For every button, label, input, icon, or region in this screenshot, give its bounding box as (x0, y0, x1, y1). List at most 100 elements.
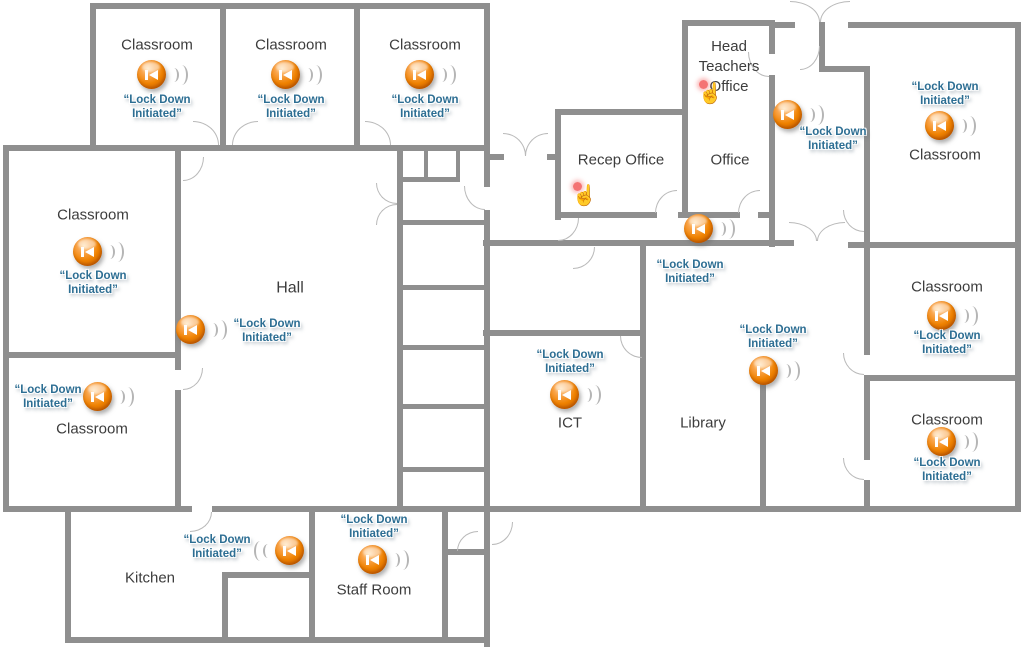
room-label-ict: ICT (557, 414, 583, 432)
skip-back-glyph (366, 554, 379, 565)
gloss-highlight (410, 62, 428, 72)
lockdown-alarm-classroom-right-2[interactable] (927, 427, 978, 457)
wall-segment (424, 151, 428, 179)
lockdown-alarm-classroom-tl-2[interactable] (271, 60, 322, 90)
wall-segment (90, 3, 96, 151)
speaker-icon (275, 536, 304, 565)
lockdown-caption-line2: Initiated” (242, 332, 292, 344)
lockdown-alarm-hall[interactable] (176, 315, 227, 345)
lockdown-caption-line2: Initiated” (920, 95, 970, 107)
speaker-icon (927, 301, 956, 330)
lockdown-caption-line2: Initiated” (545, 363, 595, 375)
wall-segment (397, 467, 487, 472)
sound-waves-icon (805, 103, 824, 127)
click-pointer-head-teachers-office[interactable]: ☝ (698, 80, 723, 110)
door-arc (800, 46, 820, 70)
wall-segment (483, 330, 643, 336)
sound-waves-icon (781, 359, 800, 383)
door-arc (558, 218, 579, 241)
wall-segment (682, 20, 688, 218)
skip-back-glyph (81, 246, 94, 257)
wall-segment (3, 352, 181, 358)
speaker-icon (271, 60, 300, 89)
lockdown-alarm-corridor-offices[interactable] (684, 214, 735, 244)
skip-back-glyph (935, 436, 948, 447)
wall-segment (3, 145, 9, 512)
lockdown-alarm-ict[interactable] (550, 380, 601, 410)
lockdown-caption-line1: “Lock Down (183, 534, 251, 546)
wall-segment (819, 22, 825, 72)
gloss-highlight (930, 113, 948, 123)
sound-waves-icon (208, 318, 227, 342)
lockdown-alarm-staff-room[interactable] (358, 545, 409, 575)
room-label-classroom-left-low: Classroom (56, 420, 128, 438)
sound-waves-icon (582, 383, 601, 407)
door-arc (464, 186, 485, 210)
door-arc (190, 512, 212, 532)
skip-back-glyph (781, 109, 794, 120)
wall-segment (555, 212, 657, 218)
lockdown-caption-line2: Initiated” (266, 108, 316, 120)
wall-segment (65, 637, 490, 643)
door-arc (193, 121, 219, 145)
lockdown-caption-line2: Initiated” (922, 471, 972, 483)
door-arc (843, 210, 864, 232)
speaker-icon (925, 111, 954, 140)
door-arc (492, 522, 513, 545)
lockdown-alarm-classroom-tl-1[interactable] (137, 60, 188, 90)
lockdown-caption-line1: “Lock Down (233, 318, 301, 330)
wall-segment (397, 345, 487, 350)
door-arc (503, 133, 526, 156)
room-label-classroom-tl-2: Classroom (255, 36, 327, 54)
skip-back-glyph (283, 545, 296, 556)
sound-waves-icon (169, 63, 188, 87)
lockdown-alarm-classroom-right-1[interactable] (927, 301, 978, 331)
lockdown-caption-line2: Initiated” (922, 344, 972, 356)
wall-segment (678, 212, 740, 218)
wall-segment (483, 240, 794, 246)
gloss-highlight (276, 62, 294, 72)
lockdown-alarm-kitchen[interactable] (254, 536, 305, 566)
wall-segment (175, 390, 181, 512)
speaker-icon (83, 382, 112, 411)
click-pointer-recep-office[interactable]: ☝ (572, 182, 597, 212)
lockdown-alarm-classroom-tl-3[interactable] (405, 60, 456, 90)
skip-back-glyph (184, 324, 197, 335)
lockdown-alarm-library[interactable] (749, 356, 800, 386)
door-arc (376, 204, 397, 225)
hand-pointer-icon: ☝ (698, 83, 723, 105)
room-label-hall: Hall (276, 279, 304, 297)
lockdown-alarm-classroom-left-mid[interactable] (73, 237, 124, 267)
gloss-highlight (181, 317, 199, 327)
wall-segment (3, 506, 192, 512)
door-arc (376, 183, 397, 204)
lockdown-alarm-classroom-left-low[interactable] (83, 382, 134, 412)
speaker-icon (405, 60, 434, 89)
skip-back-glyph (279, 69, 292, 80)
room-label-head-teachers-office: Head Teachers Office (698, 38, 760, 95)
wall-segment (397, 145, 403, 506)
lockdown-caption-line1: “Lock Down (799, 126, 867, 138)
lockdown-alarm-classroom-top-right[interactable] (925, 111, 976, 141)
wall-segment (682, 20, 775, 26)
wall-segment (448, 549, 486, 555)
door-arc (365, 121, 391, 145)
gloss-highlight (555, 382, 573, 392)
wall-segment (555, 109, 561, 220)
sound-waves-icon (959, 304, 978, 328)
door-arc (232, 121, 258, 145)
lockdown-caption-line2: Initiated” (665, 273, 715, 285)
lockdown-alarm-corridor-top-right[interactable] (773, 100, 824, 130)
wall-segment (864, 375, 1021, 381)
speaker-icon (176, 315, 205, 344)
gloss-highlight (932, 429, 950, 439)
